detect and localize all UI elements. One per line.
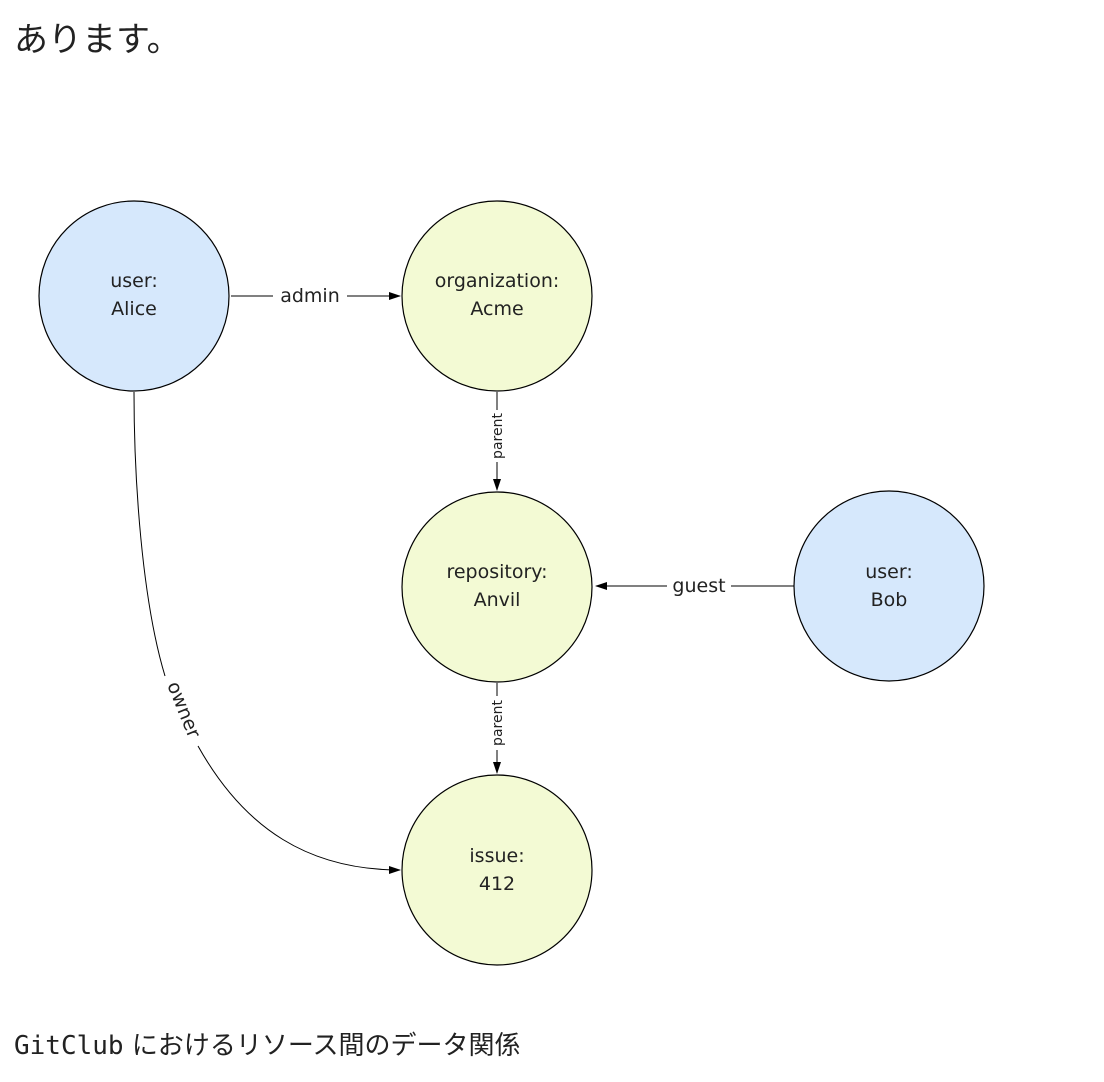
node-name-label: 412 [479,873,515,895]
edge-acme-parent-anvil: parent [490,392,506,491]
node-type-label: organization: [435,270,560,292]
intro-text: あります。 [14,20,181,60]
node-type-label: issue: [469,845,524,867]
caption-text: におけるリソース間のデータ関係 [123,1031,521,1061]
node-repository-anvil[interactable]: repository: Anvil [401,491,593,683]
node-type-label: user: [865,561,913,583]
edge-anvil-parent-issue: parent [490,683,506,774]
node-name-label: Anvil [474,589,521,611]
node-name-label: Acme [470,298,523,320]
node-user-bob[interactable]: user: Bob [793,490,985,682]
edge-alice-owner-issue: owner [133,391,401,874]
edge-alice-admin-acme: admin [231,285,401,307]
edge-bob-guest-anvil: guest [595,575,794,597]
node-type-label: user: [110,270,158,292]
edge-label-owner: owner [162,678,204,741]
node-issue-412[interactable]: issue: 412 [401,774,593,966]
node-name-label: Bob [871,589,908,611]
edge-label-admin: admin [280,285,340,307]
edge-label-parent-1: parent [490,413,506,459]
caption-code: GitClub [14,1031,124,1061]
edge-label-guest: guest [672,575,725,597]
node-type-label: repository: [446,561,547,583]
node-name-label: Alice [111,298,157,320]
edge-label-parent-2: parent [490,700,506,746]
node-organization-acme[interactable]: organization: Acme [401,200,593,392]
node-user-alice[interactable]: user: Alice [38,200,230,392]
figure-caption: GitClub におけるリソース間のデータ関係 [14,1026,521,1066]
